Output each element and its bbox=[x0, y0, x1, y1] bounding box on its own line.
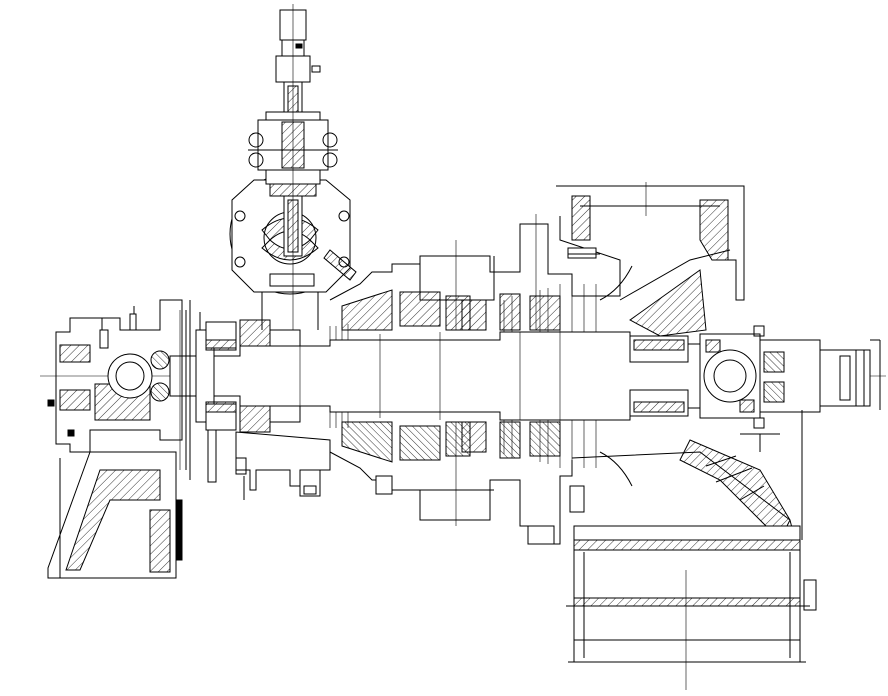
hp-casing-upper bbox=[329, 214, 621, 331]
condenser-exhaust-box bbox=[566, 525, 817, 690]
valve-actuator-column bbox=[248, 4, 338, 330]
lower-casing-front bbox=[235, 431, 331, 500]
rear-bearing-housing bbox=[629, 325, 881, 452]
journal-bearing-front bbox=[205, 319, 301, 433]
front-bearing-pedestal bbox=[47, 299, 217, 483]
blade-stages bbox=[329, 265, 633, 487]
front-support-frame bbox=[47, 451, 183, 579]
hp-casing-lower bbox=[329, 421, 585, 545]
exhaust-hood-upper bbox=[556, 182, 745, 337]
